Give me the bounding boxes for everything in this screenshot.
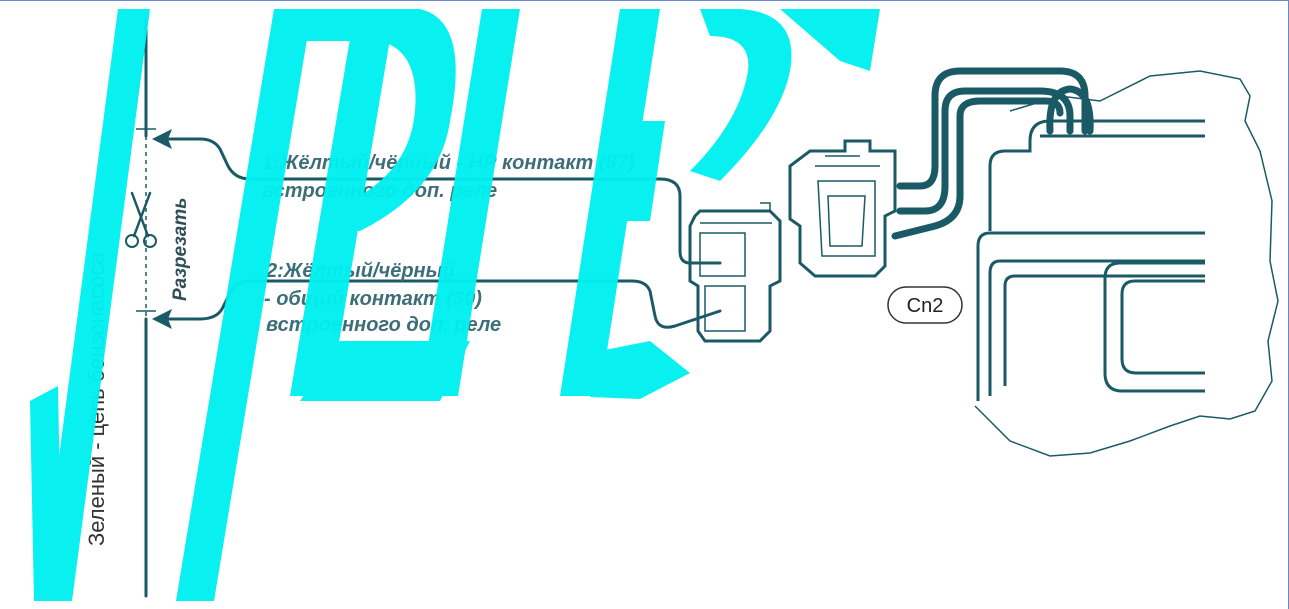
cn2-connector bbox=[788, 139, 897, 278]
wire-2-label-line-1: 2:Жёлтый/чёрный bbox=[265, 260, 455, 282]
ecu-housing-lower bbox=[976, 231, 1205, 401]
cable-loop bbox=[1046, 85, 1094, 135]
wire-2-arrowhead bbox=[152, 309, 172, 329]
cable-bundle-middle bbox=[896, 87, 1074, 215]
cn2-label-bubble bbox=[887, 286, 963, 324]
scissors-icon bbox=[125, 191, 157, 248]
cable-bundle-upper bbox=[896, 67, 1089, 190]
cn2-label: Cn2 bbox=[907, 295, 944, 317]
wire-1-label-line-1: 1:Жёлтый/чёрный - НР контакт (87) bbox=[262, 152, 635, 174]
wire-1-arrowhead bbox=[152, 129, 172, 149]
mating-connector bbox=[688, 202, 782, 343]
ecu-recess bbox=[1103, 261, 1205, 393]
ecu-unit-outline bbox=[974, 70, 1279, 457]
cable-bundle-lower bbox=[891, 97, 1064, 240]
ecu-housing-upper bbox=[988, 119, 1205, 231]
watermark bbox=[30, 9, 880, 601]
cut-label: Разрезать bbox=[170, 197, 191, 301]
